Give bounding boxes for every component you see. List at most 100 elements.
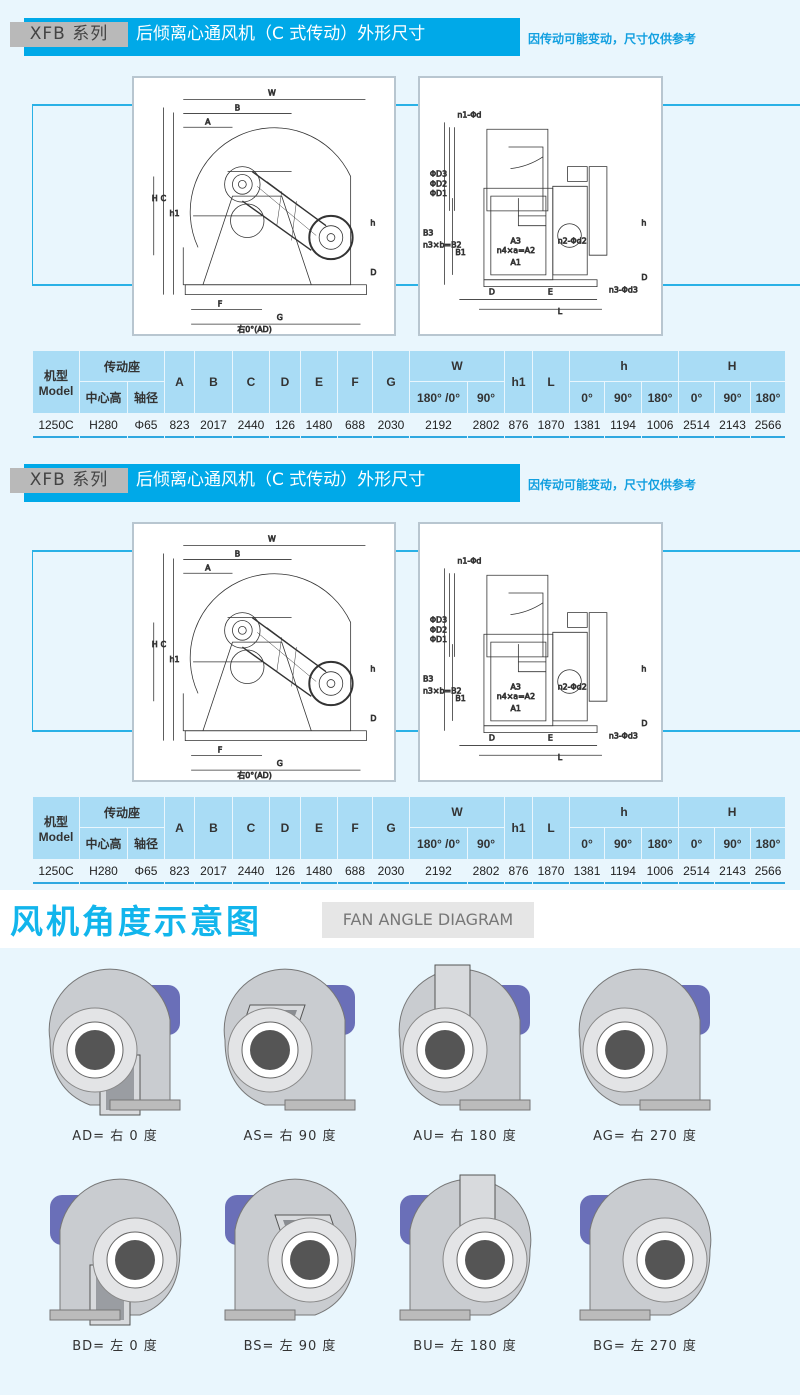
dim-W: W — [268, 89, 276, 98]
dim-lines — [183, 545, 366, 574]
table-cell: 2566 — [751, 414, 786, 438]
fan-angle-item: AS= 右 90 度 — [205, 960, 375, 1150]
header-W-sub: 90° — [468, 828, 505, 859]
label-A3: A3 — [510, 682, 520, 691]
label-D1: ΦD1 — [430, 189, 447, 198]
label-B3: B3 — [423, 229, 433, 238]
fan-angle-item: BU= 左 180 度 — [380, 1170, 550, 1360]
header-D: D — [270, 797, 301, 859]
label-B1: B1 — [455, 694, 465, 703]
label-D: D — [641, 719, 647, 728]
label-B2: n3×b=B2 — [423, 240, 462, 249]
section-title: 后倾离心通风机（C 式传动）外形尺寸 — [136, 470, 426, 490]
dim-W: W — [268, 535, 276, 544]
dim-h: h — [370, 665, 375, 674]
fan-angle-label: AD= 右 0 度 — [72, 1129, 158, 1144]
table-cell: 2514 — [679, 414, 715, 438]
label-D-left: D — [489, 734, 495, 743]
header-E: E — [301, 351, 338, 413]
fan-angle-item: BS= 左 90 度 — [205, 1170, 375, 1360]
table-cell: 1194 — [605, 414, 642, 438]
header-H-sub: 180° — [751, 382, 786, 413]
dim-D: D — [370, 268, 376, 277]
label-D2: ΦD2 — [430, 179, 447, 188]
table-cell: 2514 — [679, 860, 715, 884]
table-cell: 688 — [338, 860, 373, 884]
label-D2: ΦD2 — [430, 625, 447, 634]
header-B: B — [195, 797, 233, 859]
table-cell: 823 — [165, 860, 195, 884]
table-cell: 1870 — [533, 414, 570, 438]
table-cell: 1480 — [301, 414, 338, 438]
header-C: C — [233, 797, 270, 859]
table-cell: 1250C — [33, 860, 79, 884]
decor-line — [32, 550, 33, 732]
header-B: B — [195, 351, 233, 413]
fan-angle-item: BD= 左 0 度 — [30, 1170, 200, 1360]
header-h1: h1 — [505, 797, 533, 859]
dim-G: G — [277, 759, 283, 768]
fan-angle-item: AG= 右 270 度 — [560, 960, 730, 1150]
dim-F: F — [218, 299, 223, 308]
table-cell: 1006 — [642, 414, 679, 438]
table-cell: 2566 — [751, 860, 786, 884]
dim-B: B — [235, 549, 240, 558]
header-A: A — [165, 797, 195, 859]
series-label: XFB 系列 — [10, 22, 128, 47]
table-cell: 1381 — [570, 860, 605, 884]
table-cell: H280 — [80, 860, 127, 884]
header-A: A — [165, 351, 195, 413]
series-label: XFB 系列 — [10, 468, 128, 493]
dimension-section: XFB 系列 后倾离心通风机（C 式传动）外形尺寸 因传动可能变动，尺寸仅供参考… — [0, 454, 800, 900]
header-W-sub: 90° — [468, 382, 505, 413]
dim-h1: h1 — [169, 209, 179, 218]
fan-illustration — [578, 968, 711, 1111]
dim-C: C — [161, 194, 167, 203]
fan-illustration — [224, 1178, 357, 1321]
table-cell: 1381 — [570, 414, 605, 438]
header-H-sub: 0° — [679, 828, 715, 859]
table-cell: 876 — [505, 860, 533, 884]
header-h-sub: 180° — [642, 382, 679, 413]
header-h-sub: 180° — [642, 828, 679, 859]
table-cell: 2030 — [373, 860, 410, 884]
header-D: D — [270, 351, 301, 413]
header-F: F — [338, 351, 373, 413]
front-view-drawing: W B A H C h1 h D F G 右0°(AD) — [132, 522, 396, 782]
header-H-sub: 90° — [715, 382, 751, 413]
decor-line — [32, 104, 33, 286]
dim-lines — [183, 99, 366, 128]
table-cell: 876 — [505, 414, 533, 438]
label-A1: A1 — [510, 258, 520, 267]
header-W-sub: 180° /0° — [410, 382, 468, 413]
label-L: L — [558, 307, 563, 316]
header-G: G — [373, 351, 410, 413]
decor-line — [32, 730, 800, 732]
fan-angle-label: AU= 右 180 度 — [413, 1129, 517, 1144]
header-H-sub: 0° — [679, 382, 715, 413]
fan-angle-label: BG= 左 270 度 — [593, 1339, 697, 1354]
side-view-drawing: n1-Φd ΦD3 ΦD2 ΦD1 B3 n3×b=B2 B1 A3 n4×a=… — [418, 522, 663, 782]
fan-angle-label: BU= 左 180 度 — [413, 1339, 517, 1354]
table-cell: 126 — [270, 860, 301, 884]
label-E: E — [548, 734, 553, 743]
header-center-height: 中心高 — [80, 382, 127, 413]
table-cell: 2192 — [410, 414, 468, 438]
fan-angle-label: AG= 右 270 度 — [593, 1129, 697, 1144]
decor-line — [32, 550, 800, 552]
label-A3: A3 — [510, 236, 520, 245]
table-cell: 2440 — [233, 860, 270, 884]
label-n2: n2-Φd2 — [558, 236, 587, 245]
label-B1: B1 — [455, 248, 465, 257]
table-cell: 1870 — [533, 860, 570, 884]
decor-line — [32, 104, 800, 106]
header-W: W — [410, 351, 505, 381]
dim-F: F — [218, 745, 223, 754]
angle-diagram-title: 风机角度示意图 — [10, 902, 262, 941]
table-cell: 2143 — [715, 414, 751, 438]
header-h-sub: 90° — [605, 382, 642, 413]
